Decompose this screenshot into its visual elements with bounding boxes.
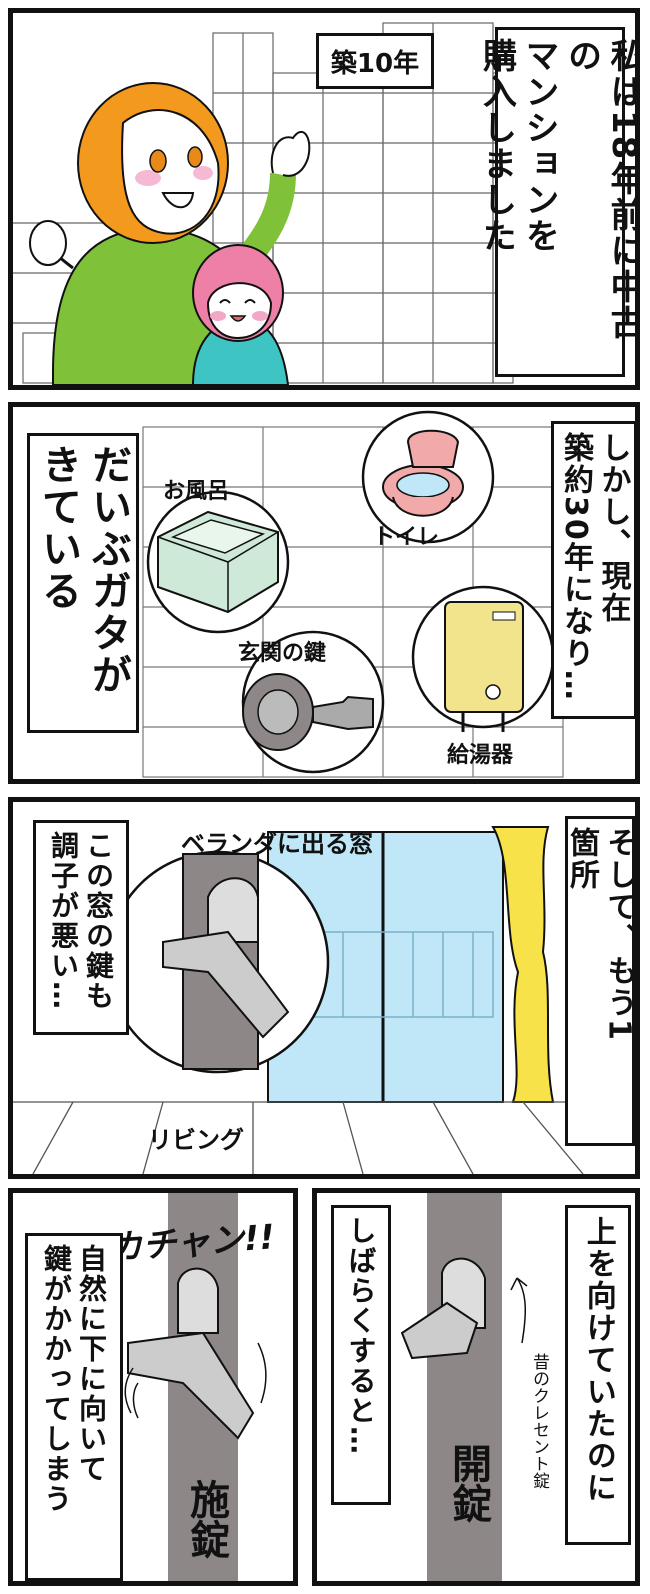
building-age-tag: 築10年 xyxy=(316,33,434,89)
label-balcony-window: ベランダに出る窓 xyxy=(181,830,373,858)
panel-2-comment-text: だいぶガタが きている xyxy=(35,444,131,696)
panel-1-narration-text: 私は18年前に中古の マンションを 購入しました xyxy=(476,38,640,342)
panel-1: 築10年 私は18年前に中古の マンションを 購入しました xyxy=(8,8,640,390)
panel-2-comment: だいぶガタが きている xyxy=(27,433,139,733)
panel-2: だいぶガタが きている しかし、現在 築約30年になり… お風呂 トイレ 玄関の… xyxy=(8,402,640,784)
panel-1-narration: 私は18年前に中古の マンションを 購入しました xyxy=(477,27,635,377)
state-locked-text: 施錠 xyxy=(183,1479,229,1559)
panel-4-narration: 自然に下に向いて 鍵がかかってしまう xyxy=(25,1233,123,1581)
panel-5-comment: しばらくすると… xyxy=(331,1205,391,1505)
panel-3-comment-text: この窓の鍵も 調子が悪い… xyxy=(47,831,115,1011)
label-bath: お風呂 xyxy=(163,479,230,504)
panel-1-illustration xyxy=(13,22,514,385)
panel-4: カチャン!! 施錠 自然に下に向いて 鍵がかかってしまう xyxy=(8,1188,298,1586)
label-front-door-key: 玄関の鍵 xyxy=(238,641,327,666)
panel-2-narration-text: しかし、現在 築約30年になり… xyxy=(558,432,631,702)
state-unlocked: 開錠 xyxy=(439,1443,497,1523)
panel-3-narration: そして、もう1 箇所 xyxy=(564,816,637,1146)
panel-5-comment-text: しばらくすると… xyxy=(344,1216,378,1456)
panel-5: しばらくすると… 開錠 昔のクレセント錠 上を向けていたのに xyxy=(312,1188,640,1586)
panel-4-narration-text: 自然に下に向いて 鍵がかかってしまう xyxy=(40,1244,108,1514)
panel-2-narration: しかし、現在 築約30年になり… xyxy=(551,421,635,719)
state-locked: 施錠 xyxy=(175,1479,235,1559)
state-unlocked-text: 開錠 xyxy=(445,1443,491,1523)
old-crescent-lock-note-text: 昔のクレセント錠 xyxy=(529,1353,549,1489)
old-crescent-lock-note: 昔のクレセント錠 xyxy=(527,1353,552,1489)
label-toilet: トイレ xyxy=(373,525,440,550)
panel-5-narration: 上を向けていたのに xyxy=(565,1205,631,1545)
panel-5-illustration xyxy=(400,1193,528,1581)
panel-4-illustration xyxy=(124,1193,267,1581)
panel-3-illustration xyxy=(13,826,635,1174)
label-living-room: リビング xyxy=(148,1126,244,1154)
panel-3: ベランダに出る窓 リビング この窓の鍵も 調子が悪い… そして、もう1 箇所 xyxy=(8,797,640,1179)
panel-5-narration-text: 上を向けていたのに xyxy=(580,1216,616,1504)
panel-3-comment: この窓の鍵も 調子が悪い… xyxy=(33,820,129,1035)
panel-3-narration-text: そして、もう1 箇所 xyxy=(564,827,637,1042)
label-water-heater: 給湯器 xyxy=(447,743,514,768)
panel-2-illustration xyxy=(142,410,564,778)
